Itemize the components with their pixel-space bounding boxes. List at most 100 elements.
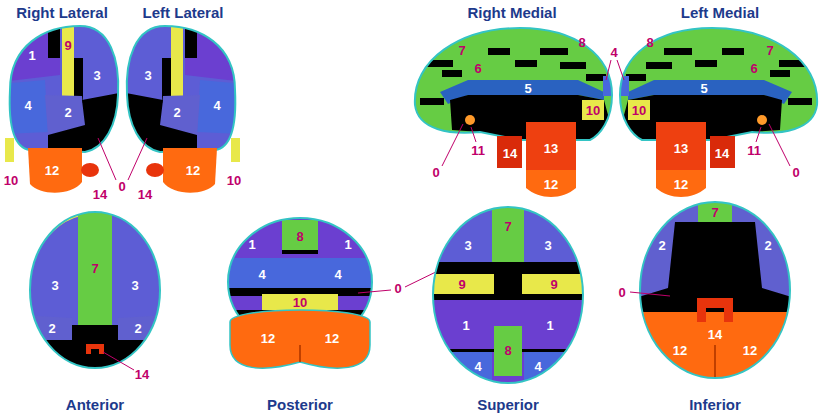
leader-line <box>128 138 147 180</box>
posterior-view <box>262 294 338 310</box>
anterior-view <box>20 205 170 380</box>
medial-view <box>515 60 537 67</box>
lateral-view <box>0 0 125 160</box>
superior-view <box>494 274 522 294</box>
lateral-view <box>62 20 74 108</box>
region-number: 10 <box>632 104 646 117</box>
leader-line <box>606 60 611 80</box>
region-number: 9 <box>64 39 71 52</box>
region-number: 7 <box>504 220 511 233</box>
anterior-view <box>78 205 112 330</box>
medial-view <box>471 127 476 142</box>
medial-view <box>497 136 522 168</box>
region-number: 7 <box>91 262 98 275</box>
view-title: Inferior <box>689 397 741 412</box>
region-number: 10 <box>586 104 600 117</box>
region-number: 12 <box>45 164 59 177</box>
view-title: Anterior <box>66 397 124 412</box>
region-number: 14 <box>503 147 517 160</box>
posterior-view <box>230 310 370 368</box>
medial-view <box>442 124 476 166</box>
region-number: 0 <box>118 180 125 193</box>
region-number: 4 <box>534 360 541 373</box>
region-number: 3 <box>144 69 151 82</box>
superior-view <box>433 207 583 383</box>
region-number: 5 <box>524 82 531 95</box>
region-number: 0 <box>618 286 625 299</box>
region-number: 3 <box>51 279 58 292</box>
region-number: 2 <box>48 322 55 335</box>
region-number: 9 <box>550 278 557 291</box>
region-number: 12 <box>674 178 688 191</box>
region-number: 4 <box>474 360 481 373</box>
region-number: 8 <box>296 230 303 243</box>
region-number: 8 <box>504 344 511 357</box>
region-number: 1 <box>344 238 351 251</box>
region-number: 8 <box>578 36 585 49</box>
medial-view <box>420 98 444 105</box>
region-number: 10 <box>4 174 18 187</box>
leader-line <box>606 60 624 80</box>
medial-view <box>415 28 612 140</box>
superior-view <box>524 352 586 392</box>
anterior-view <box>33 214 80 260</box>
region-number: 1 <box>462 319 469 332</box>
region-number: 4 <box>24 99 31 112</box>
region-number: 6 <box>474 62 481 75</box>
region-number: 4 <box>258 268 265 281</box>
medial-view <box>526 170 576 197</box>
superior-view <box>430 274 590 294</box>
region-number: 3 <box>464 239 471 252</box>
region-number: 12 <box>673 344 687 357</box>
medial-view <box>420 48 615 140</box>
region-number: 0 <box>394 282 401 295</box>
view-title: Left Lateral <box>143 5 224 20</box>
region-number: 2 <box>173 106 180 119</box>
lateral-view <box>0 0 125 193</box>
region-number: 12 <box>186 164 200 177</box>
view-title: Posterior <box>267 397 333 412</box>
region-number: 14 <box>715 147 729 160</box>
superior-view <box>492 205 524 262</box>
region-number: 10 <box>293 296 307 309</box>
inferior-view <box>640 202 790 378</box>
leader-line <box>98 138 116 180</box>
region-number: 3 <box>93 69 100 82</box>
region-number: 14 <box>138 188 152 201</box>
leader-line <box>617 60 624 80</box>
leader-line <box>358 290 391 293</box>
superior-view <box>430 205 590 392</box>
region-number: 12 <box>544 178 558 191</box>
region-number: 14 <box>93 188 107 201</box>
region-number: 13 <box>544 142 558 155</box>
leader-line <box>98 138 147 180</box>
inferior-view <box>630 200 800 392</box>
region-number: 12 <box>325 332 339 345</box>
region-number: 13 <box>674 142 688 155</box>
posterior-view <box>299 345 301 362</box>
lateral-view <box>28 148 82 193</box>
region-number: 6 <box>750 62 757 75</box>
medial-view <box>488 48 510 55</box>
inferior-view <box>697 298 733 322</box>
region-number: 1 <box>248 238 255 251</box>
medial-view <box>617 28 817 197</box>
posterior-view <box>282 250 318 254</box>
superior-view <box>430 205 590 392</box>
medial-view <box>582 100 604 120</box>
region-number: 2 <box>134 322 141 335</box>
region-number: 1 <box>28 49 35 62</box>
region-number: 3 <box>544 239 551 252</box>
anterior-view <box>103 352 134 370</box>
posterior-view <box>220 258 380 290</box>
inferior-view <box>630 200 800 392</box>
anterior-view <box>118 315 170 342</box>
region-number: 2 <box>658 239 665 252</box>
region-number: 4 <box>334 268 341 281</box>
region-number: 1 <box>546 319 553 332</box>
superior-view <box>494 326 522 376</box>
anterior-view <box>20 340 170 380</box>
region-number: 0 <box>792 166 799 179</box>
